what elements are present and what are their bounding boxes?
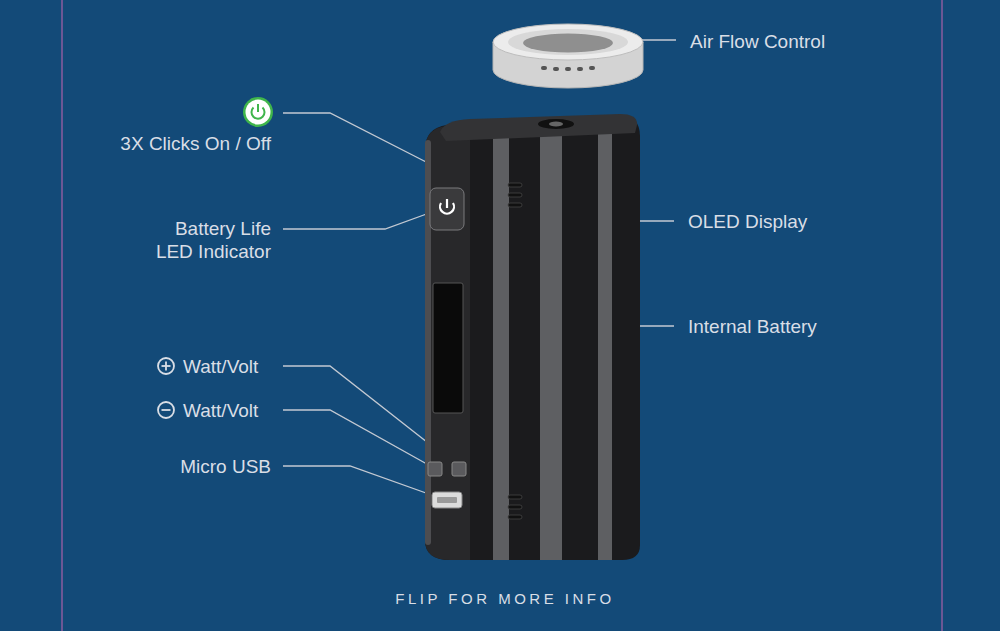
plus-minus-icons <box>158 358 174 418</box>
part-label: Micro USB <box>71 455 271 478</box>
part-label: Watt/Volt <box>183 355 303 378</box>
part-label: OLED Display <box>688 210 938 233</box>
part-label: Battery Life LED Indicator <box>135 217 271 263</box>
airflow-ring <box>493 24 643 88</box>
footer-note: FLIP FOR MORE INFO <box>305 587 705 610</box>
part-label: 3X Clicks On / Off <box>51 132 271 155</box>
power-icon <box>243 97 273 127</box>
part-label: Internal Battery <box>688 315 938 338</box>
part-label: Air Flow Control <box>690 30 940 53</box>
device-body <box>425 114 640 560</box>
part-label: Watt/Volt <box>183 399 303 422</box>
frame-line <box>62 0 942 631</box>
